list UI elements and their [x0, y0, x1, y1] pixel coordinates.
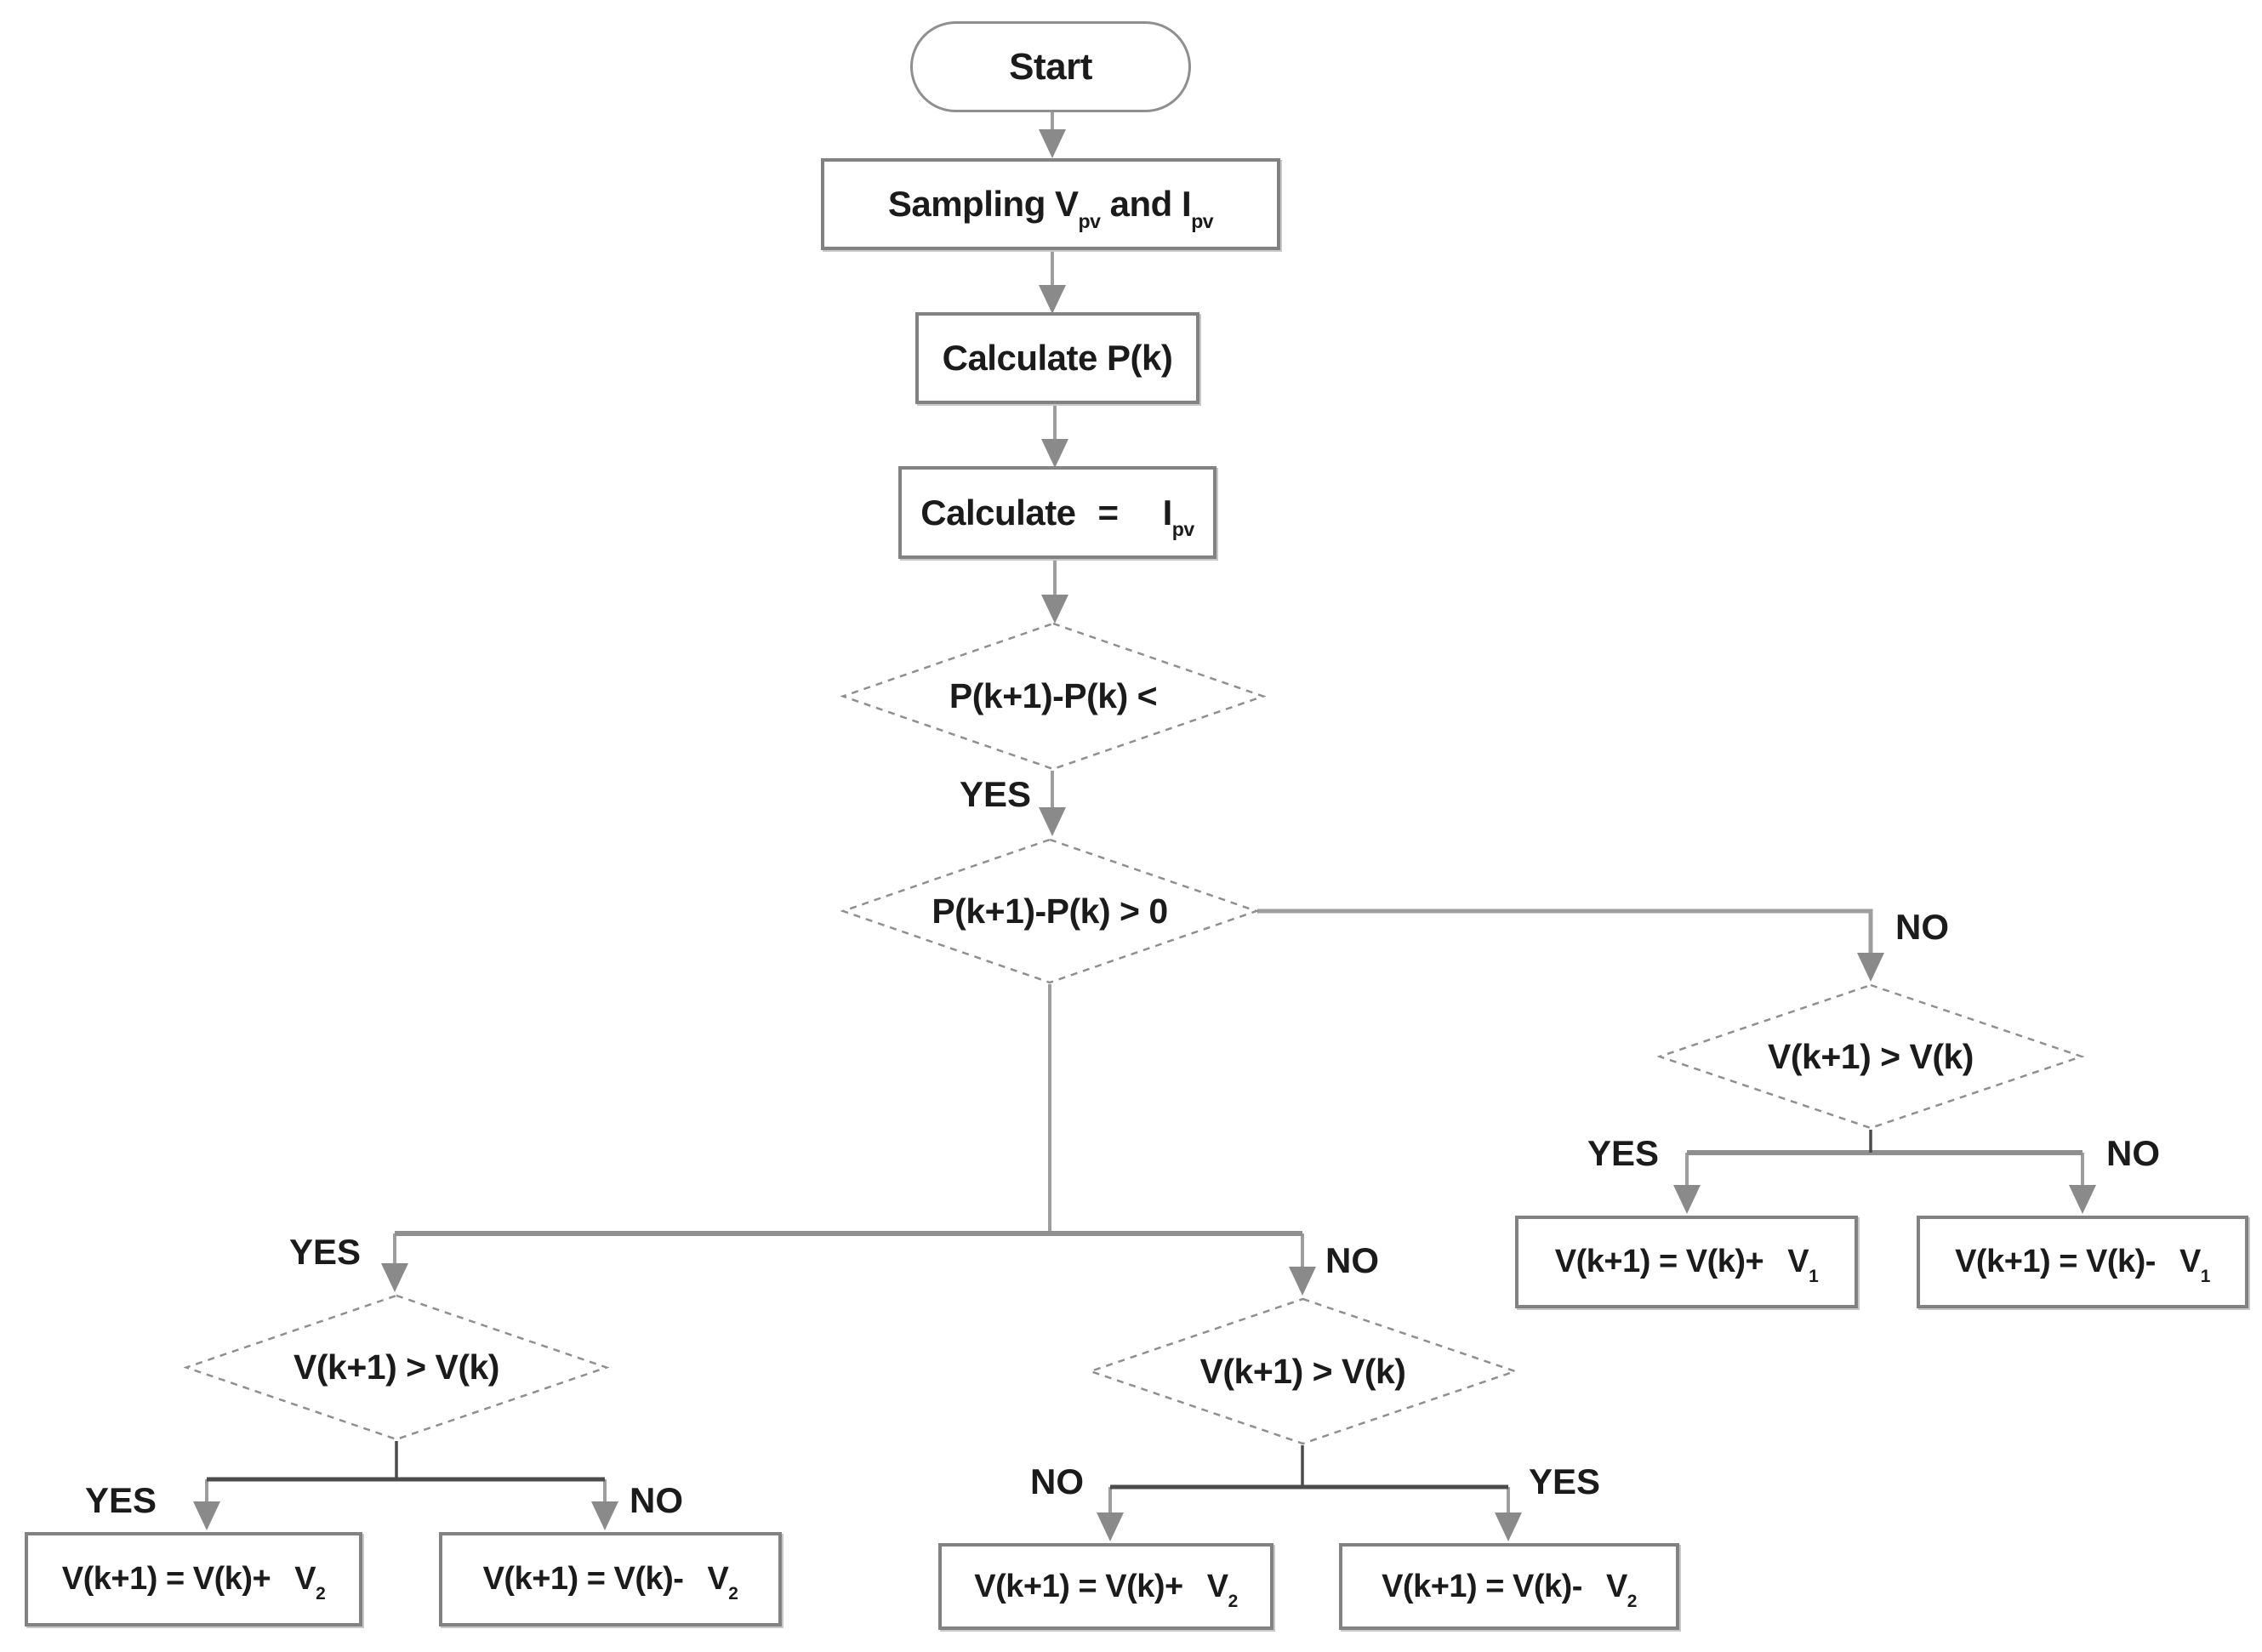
- decision-power-epsilon-label: P(k+1)-P(k) <: [949, 676, 1158, 715]
- result-middle-no-label: V(k+1) = V(k)+V2: [974, 1568, 1238, 1611]
- result-box-middle-yes: V(k+1) = V(k)-V2: [1339, 1543, 1679, 1630]
- edge-label-no-main-split: NO: [1325, 1240, 1379, 1280]
- arrowhead: [1097, 1512, 1124, 1541]
- decision-power-epsilon: P(k+1)-P(k) <: [840, 622, 1266, 771]
- result-right-no-label: V(k+1) = V(k)-V1: [1955, 1244, 2210, 1287]
- arrowhead: [2069, 1185, 2096, 1214]
- result-box-right-no: V(k+1) = V(k)-V1: [1917, 1216, 2248, 1308]
- diamond-shape: [184, 1294, 609, 1441]
- calculate-pk-label: Calculate P(k): [942, 338, 1173, 378]
- edge-label-yes-d4: YES: [85, 1480, 157, 1520]
- edge-label-no-d2: NO: [1895, 907, 1949, 947]
- edge-label-no-d3: NO: [2106, 1133, 2160, 1173]
- edge-label-no-d4: NO: [630, 1480, 683, 1520]
- edge-label-yes-d1: YES: [960, 774, 1032, 814]
- arrowhead: [1673, 1185, 1701, 1214]
- result-box-right-yes: V(k+1) = V(k)+V1: [1515, 1216, 1858, 1308]
- calculate-ipv-box: Calculate=Ipv: [898, 466, 1216, 559]
- edge-label-yes-main-split: YES: [289, 1232, 362, 1272]
- decision-voltage-left: V(k+1) > V(k): [184, 1294, 609, 1441]
- diamond-shape: [1088, 1297, 1518, 1445]
- decision-voltage-left-label: V(k+1) > V(k): [293, 1347, 499, 1387]
- arrowhead: [1039, 129, 1066, 158]
- edge-label-yes-d5: YES: [1529, 1461, 1601, 1501]
- calculate-pk-box: Calculate P(k): [915, 312, 1199, 404]
- edge-label-no-d5: NO: [1030, 1461, 1084, 1501]
- result-box-left-no: V(k+1) = V(k)-V2: [439, 1532, 782, 1626]
- calculate-ipv-label: Calculate=Ipv: [920, 492, 1194, 541]
- decision-voltage-middle-label: V(k+1) > V(k): [1199, 1351, 1406, 1391]
- decision-voltage-middle: V(k+1) > V(k): [1088, 1297, 1518, 1445]
- decision-voltage-right-label: V(k+1) > V(k): [1768, 1036, 1974, 1076]
- sampling-box: Sampling Vpv and Ipv: [821, 158, 1280, 250]
- result-left-yes-label: V(k+1) = V(k)+V2: [61, 1561, 326, 1604]
- result-box-middle-no: V(k+1) = V(k)+V2: [938, 1543, 1273, 1630]
- diamond-shape: [1657, 983, 2084, 1130]
- decision-power-zero: P(k+1)-P(k) > 0: [840, 838, 1259, 984]
- start-node: Start: [910, 21, 1191, 112]
- arrowhead: [1041, 439, 1068, 468]
- start-label: Start: [1009, 45, 1092, 88]
- diamond-shape: [840, 838, 1259, 984]
- arrowhead: [381, 1263, 408, 1292]
- result-left-no-label: V(k+1) = V(k)-V2: [482, 1561, 738, 1604]
- arrowhead: [1039, 285, 1066, 314]
- sampling-label: Sampling Vpv and Ipv: [887, 184, 1214, 232]
- decision-power-zero-label: P(k+1)-P(k) > 0: [932, 891, 1168, 931]
- arrowhead: [1039, 807, 1066, 836]
- arrowhead: [1857, 953, 1884, 982]
- decision-voltage-right: V(k+1) > V(k): [1657, 983, 2084, 1130]
- diamond-shape: [840, 622, 1266, 771]
- edge-label-yes-d3: YES: [1587, 1133, 1660, 1173]
- result-middle-yes-label: V(k+1) = V(k)-V2: [1382, 1568, 1637, 1611]
- arrowhead: [1495, 1512, 1522, 1541]
- arrowhead: [591, 1501, 618, 1530]
- result-box-left-yes: V(k+1) = V(k)+V2: [25, 1532, 362, 1626]
- result-right-yes-label: V(k+1) = V(k)+V1: [1554, 1244, 1819, 1287]
- arrowhead: [1041, 595, 1068, 624]
- arrowhead: [193, 1501, 220, 1530]
- arrowhead: [1289, 1267, 1316, 1296]
- connector-d2-right-no: [1257, 909, 1873, 953]
